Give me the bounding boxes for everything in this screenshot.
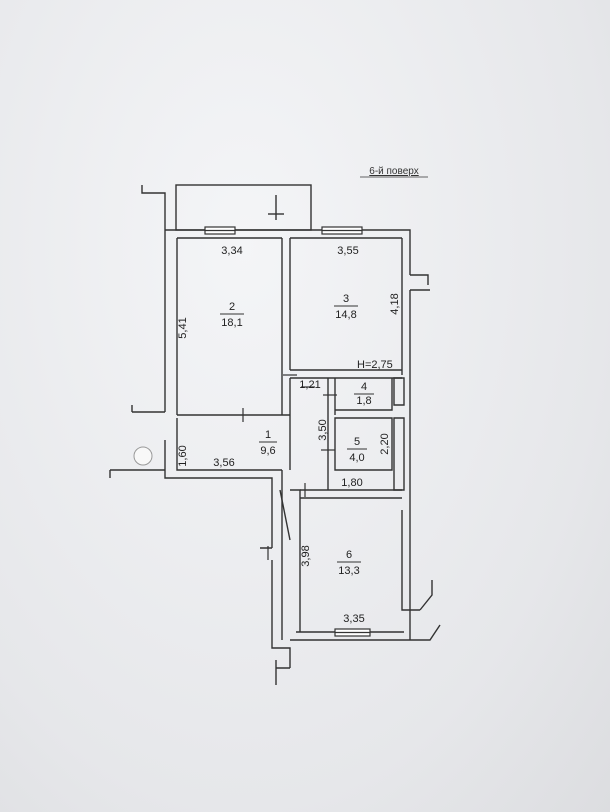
room-2-number: 2 — [229, 301, 235, 313]
room-4-number: 4 — [361, 381, 367, 393]
ceiling-height-label: H=2,75 — [357, 359, 393, 371]
floor-label: 6-й поверх — [369, 166, 418, 177]
room-3-area: 14,8 — [335, 309, 356, 321]
dim-room6-length: 3,98 — [300, 545, 312, 566]
dim-room1-side: 1,60 — [177, 445, 189, 466]
dim-room4-corridor: 1,21 — [299, 379, 320, 391]
dim-room3-width: 3,55 — [337, 245, 358, 257]
room-1-area: 9,6 — [260, 445, 275, 457]
room-3-number: 3 — [343, 293, 349, 305]
room-4-area: 1,8 — [356, 395, 371, 407]
room-5-number: 5 — [354, 436, 360, 448]
dim-room6-width: 3,35 — [343, 613, 364, 625]
room5-outline — [334, 417, 393, 471]
room4-outline — [335, 378, 393, 411]
dim-room2-width: 3,34 — [221, 245, 242, 257]
walls — [109, 184, 441, 685]
dim-room1-height: 3,50 — [317, 419, 329, 440]
room-6-number: 6 — [346, 549, 352, 561]
room-6-area: 13,3 — [338, 565, 359, 577]
dim-room3-length: 4,18 — [389, 293, 401, 314]
room-1-number: 1 — [265, 429, 271, 441]
outer-wall-left-lower — [164, 440, 273, 548]
punch-hole-mark — [133, 446, 153, 466]
room-5-area: 4,0 — [349, 452, 364, 464]
balcony-outline — [175, 184, 312, 231]
dim-room2-length: 5,41 — [177, 317, 189, 338]
door-marks — [242, 374, 337, 560]
dim-room5-width: 1,80 — [341, 477, 362, 489]
dim-room5-height: 2,20 — [379, 433, 391, 454]
outer-wall-top — [165, 229, 411, 275]
windows — [204, 226, 371, 637]
room-2-area: 18,1 — [221, 317, 242, 329]
dim-room1-width: 3,56 — [213, 457, 234, 469]
